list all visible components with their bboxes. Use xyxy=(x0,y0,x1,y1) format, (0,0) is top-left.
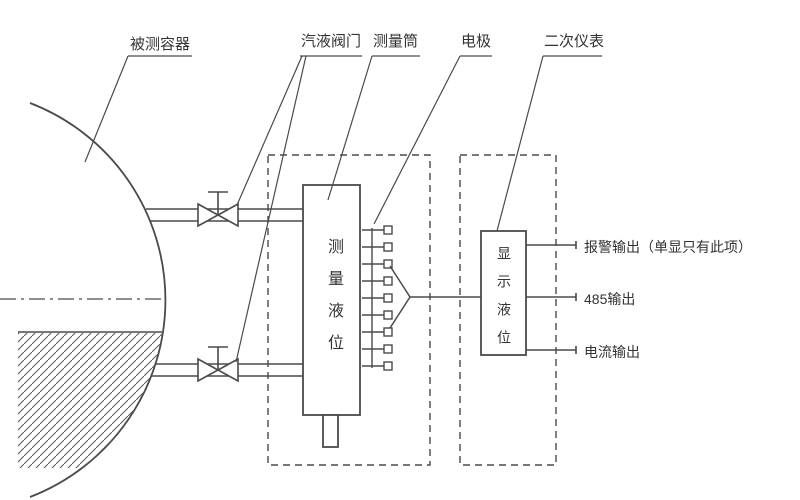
cylinder-label: 测量筒 xyxy=(373,33,419,50)
rs485-output-label: 485输出 xyxy=(584,291,636,307)
measure-column-text: 测量液位 xyxy=(325,238,342,366)
top-valve-icon xyxy=(197,191,239,228)
display-column-text: 显示液位 xyxy=(496,246,512,358)
bottom-valve-icon xyxy=(197,346,239,383)
measuring-unit-dashed-box xyxy=(267,154,431,466)
current-output-label: 电流输出 xyxy=(584,344,640,360)
liquid-hatch xyxy=(18,333,166,468)
secondary-meter-dashed-box xyxy=(459,154,557,466)
top-pipe xyxy=(146,208,303,222)
signal-chevron xyxy=(389,265,411,329)
valve-label: 汽液阀门 xyxy=(301,33,362,50)
electrode-label: 电极 xyxy=(461,33,492,50)
measuring-cylinder xyxy=(302,184,361,448)
alarm-output-label: 报警输出（单显只有此项） xyxy=(584,239,752,255)
leader-lines xyxy=(84,55,602,363)
secondary-meter-label: 二次仪表 xyxy=(544,33,605,50)
display-box xyxy=(480,230,527,356)
output-lines xyxy=(526,241,577,354)
electrode-comb xyxy=(362,225,393,371)
vessel-label: 被测容器 xyxy=(130,36,191,53)
